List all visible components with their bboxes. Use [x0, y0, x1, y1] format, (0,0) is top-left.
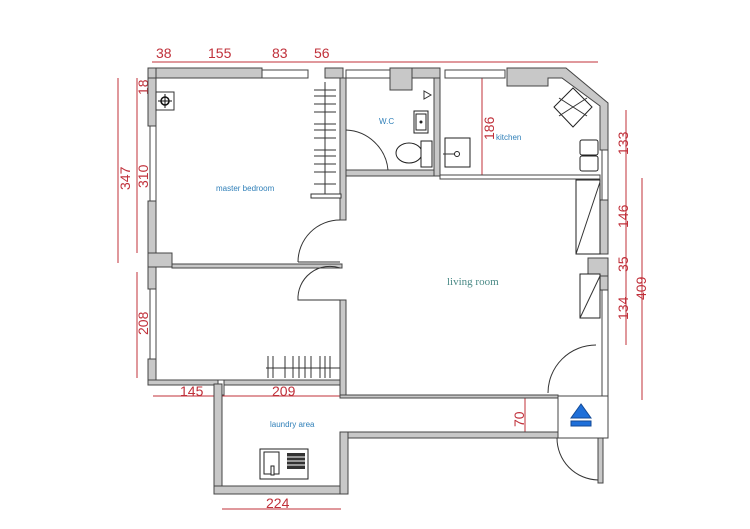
dim-bottom-224: 224 [266, 495, 290, 511]
dim-right-133: 133 [615, 131, 631, 155]
entrance-triangle-icon [570, 403, 592, 427]
dim-top-56: 56 [314, 45, 330, 61]
dim-bottom-209: 209 [272, 383, 296, 399]
dim-bottom-145: 145 [180, 383, 204, 399]
room-label-living-room: living room [447, 276, 499, 288]
dim-right-35: 35 [615, 256, 631, 272]
dim-right-134: 134 [615, 296, 631, 320]
wc-fixtures [395, 90, 433, 168]
wardrobe-master [310, 82, 342, 199]
dim-top-38: 38 [156, 45, 172, 61]
dim-left-208: 208 [135, 311, 151, 335]
ceiling-light-icon [155, 91, 175, 111]
dim-top-83: 83 [272, 45, 288, 61]
dimension-corridor: 70 [511, 398, 527, 437]
dimension-top: 38 155 83 56 [152, 45, 598, 63]
stove-icon [553, 87, 599, 172]
living-cabinets [575, 179, 601, 319]
dim-corridor-70: 70 [511, 411, 527, 427]
room-label-kitchen: kitchen [496, 133, 521, 142]
dim-left-18: 18 [135, 79, 151, 95]
dim-left-310: 310 [135, 164, 151, 188]
room-label-wc: W.C [379, 117, 394, 126]
walls [147, 67, 609, 495]
dim-left-347: 347 [117, 166, 133, 190]
dimension-left: 347 18 310 208 [117, 78, 151, 378]
kitchen-sink-icon [443, 137, 471, 168]
dim-right-409: 409 [633, 276, 649, 300]
dimension-right: 133 146 35 134 409 [615, 110, 649, 400]
laundry-machine-icon [259, 448, 309, 480]
doors [297, 129, 599, 481]
wardrobe-second [266, 356, 340, 378]
dim-kitchen-186: 186 [481, 116, 497, 140]
dim-top-155: 155 [208, 45, 232, 61]
dimension-bottom: 145 209 224 [153, 383, 341, 511]
room-label-laundry-area: laundry area [270, 420, 315, 429]
room-label-master-bedroom: master bedroom [216, 184, 275, 193]
dim-right-146: 146 [615, 204, 631, 228]
dimension-kitchen: 186 [481, 78, 497, 176]
